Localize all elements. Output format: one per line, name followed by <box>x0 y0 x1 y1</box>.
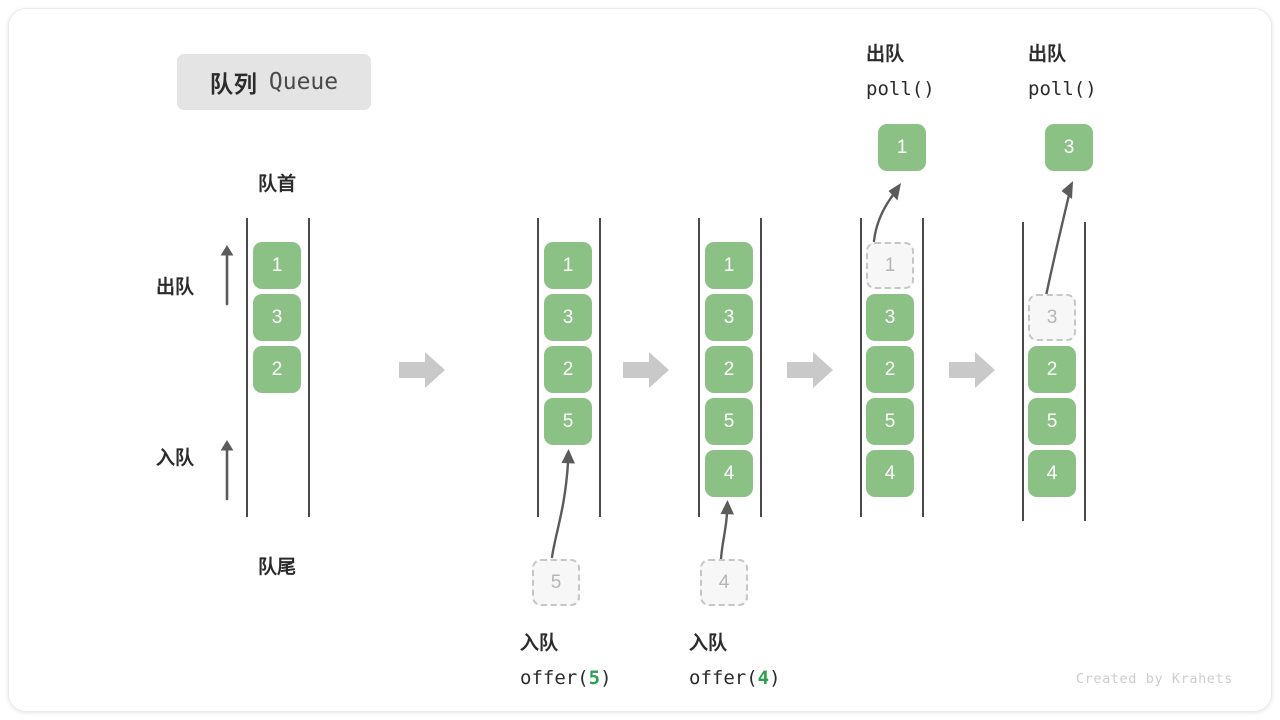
diagram-title-badge: 队列 Queue <box>177 54 371 110</box>
tube-rail-left <box>246 218 248 517</box>
operation-name: 出队 <box>1028 44 1067 65</box>
diagram-card: 队列 Queue 队首 队尾 出队 入队 1 3 <box>8 8 1272 712</box>
popped-element: 3 <box>1045 124 1093 171</box>
queue-element: 2 <box>1028 346 1076 393</box>
queue-element: 2 <box>253 346 301 393</box>
operation-name: 入队 <box>689 633 728 654</box>
flow-right-block-arrow-icon <box>399 350 445 390</box>
operation-code: offer(4) <box>689 667 781 689</box>
tube-rail-right <box>760 218 762 517</box>
enqueue-direction-label: 入队 <box>156 448 195 469</box>
title-chinese: 队列 <box>209 71 258 97</box>
operation-code: poll() <box>866 78 935 100</box>
queue-element: 4 <box>866 450 914 497</box>
watermark-credit: Created by Krahets <box>1075 671 1233 687</box>
operation-caption-offer-4: 入队 offer(4) <box>689 627 781 695</box>
flow-right-block-arrow-icon <box>623 350 669 390</box>
flow-right-block-arrow-icon <box>949 350 995 390</box>
queue-element: 2 <box>705 346 753 393</box>
queue-element: 4 <box>1028 450 1076 497</box>
tube-rail-right <box>308 218 310 517</box>
offer-pointer-curved-up-arrow-icon <box>699 491 749 561</box>
queue-element: 5 <box>1028 398 1076 445</box>
tube-rail-left <box>1022 222 1024 521</box>
tube-rail-left <box>698 218 700 517</box>
tube-rail-left <box>860 218 862 517</box>
queue-element-removed: 1 <box>866 242 914 289</box>
queue-element: 5 <box>866 398 914 445</box>
queue-element-removed: 3 <box>1028 294 1076 341</box>
operation-code: poll() <box>1028 78 1097 100</box>
incoming-element-ghost: 5 <box>532 559 580 606</box>
incoming-element-ghost: 4 <box>700 559 748 606</box>
tube-rail-right <box>922 218 924 517</box>
poll-pointer-curved-up-arrow-icon <box>854 175 924 245</box>
operation-name: 出队 <box>866 44 905 65</box>
enqueue-up-arrow-icon <box>218 437 236 501</box>
queue-element: 1 <box>705 242 753 289</box>
dequeue-up-arrow-icon <box>218 242 236 306</box>
operation-code: offer(5) <box>520 667 612 689</box>
title-english: Queue <box>268 69 339 95</box>
queue-element: 3 <box>705 294 753 341</box>
tube-rail-left <box>537 218 539 517</box>
queue-rear-label: 队尾 <box>257 557 296 578</box>
queue-element: 2 <box>544 346 592 393</box>
queue-element: 5 <box>705 398 753 445</box>
queue-element: 1 <box>544 242 592 289</box>
tube-rail-right <box>1084 222 1086 521</box>
operation-caption-offer-5: 入队 offer(5) <box>520 627 612 695</box>
queue-element: 3 <box>253 294 301 341</box>
operation-caption-poll-3: 出队 poll() <box>1028 38 1097 106</box>
dequeue-direction-label: 出队 <box>156 277 195 298</box>
operation-name: 入队 <box>520 633 559 654</box>
flow-right-block-arrow-icon <box>787 350 833 390</box>
tube-rail-right <box>599 218 601 517</box>
queue-element: 2 <box>866 346 914 393</box>
queue-element-new: 5 <box>544 398 592 445</box>
queue-element: 3 <box>544 294 592 341</box>
queue-front-label: 队首 <box>257 174 296 195</box>
queue-element: 3 <box>866 294 914 341</box>
popped-element: 1 <box>878 124 926 171</box>
queue-element: 1 <box>253 242 301 289</box>
queue-element-new: 4 <box>705 450 753 497</box>
operation-caption-poll-1: 出队 poll() <box>866 38 935 106</box>
